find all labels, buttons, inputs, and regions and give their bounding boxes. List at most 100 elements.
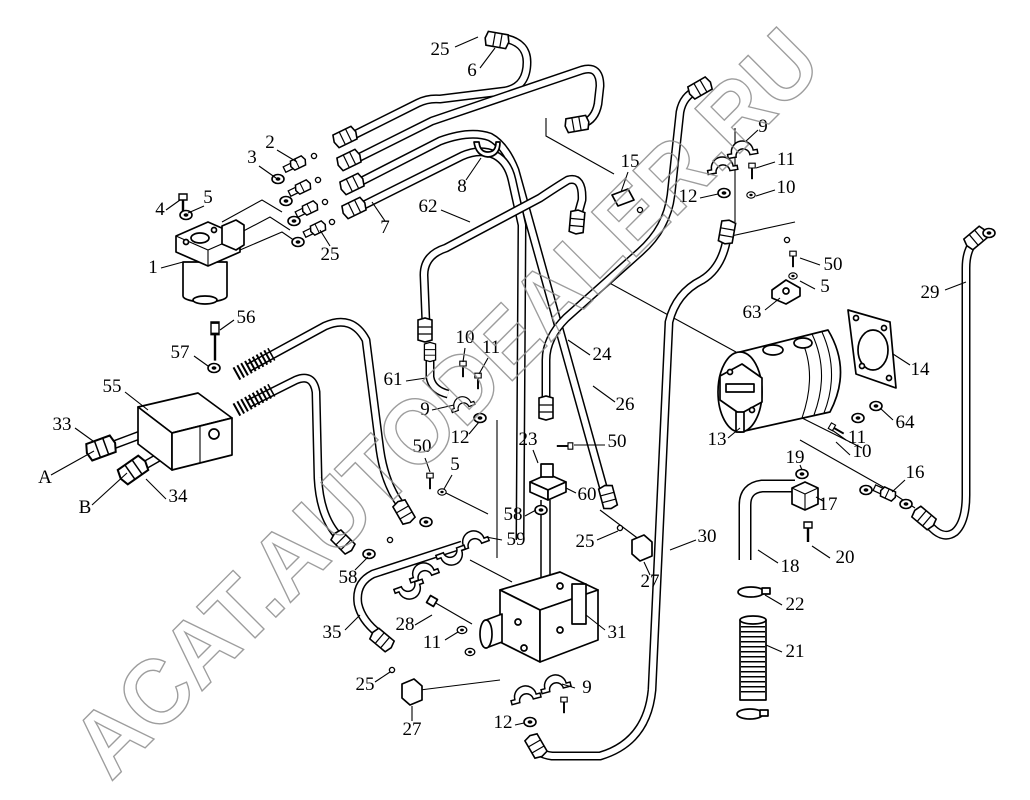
callout-label: 28 bbox=[396, 614, 415, 635]
o-ring bbox=[310, 152, 318, 160]
leader-line bbox=[532, 449, 539, 464]
callout-label: 23 bbox=[519, 429, 538, 450]
callout-label: 34 bbox=[169, 486, 189, 507]
hose-inner-wall bbox=[919, 241, 976, 539]
port-fitting-34 bbox=[114, 453, 152, 487]
washer-5 bbox=[437, 488, 447, 496]
hose-nut bbox=[563, 114, 591, 134]
callout-label: 57 bbox=[171, 342, 190, 363]
callout-label: 50 bbox=[413, 436, 432, 457]
control-valve bbox=[479, 500, 599, 663]
callout-label: 1 bbox=[148, 257, 158, 278]
hose-clamp-22 bbox=[737, 586, 765, 598]
leader-line bbox=[744, 129, 759, 143]
bolt-28 bbox=[433, 601, 473, 625]
leader-line bbox=[145, 478, 167, 500]
callout-label: 25 bbox=[321, 244, 340, 265]
assembly-line bbox=[439, 489, 489, 515]
adapter-fitting bbox=[293, 199, 321, 220]
callout-label: 12 bbox=[451, 427, 470, 448]
suction-tube-18 bbox=[738, 479, 795, 560]
hose-inner-wall bbox=[529, 237, 730, 759]
callout-label: 5 bbox=[450, 454, 460, 475]
leader-line bbox=[799, 257, 821, 266]
callout-label: 24 bbox=[593, 344, 613, 365]
hose-nut bbox=[417, 317, 433, 343]
leader-line bbox=[891, 479, 906, 493]
sealing-washer bbox=[982, 227, 996, 239]
callout-label: 11 bbox=[777, 149, 795, 170]
assembly-line bbox=[469, 559, 513, 583]
callout-label: 55 bbox=[103, 376, 122, 397]
callout-label: 16 bbox=[906, 462, 925, 483]
leader-line bbox=[815, 496, 824, 502]
leader-line bbox=[478, 357, 489, 375]
callout-label: 10 bbox=[777, 177, 796, 198]
hose-inner-wall bbox=[354, 66, 603, 162]
hose-inner-wall bbox=[246, 319, 407, 512]
leader-line bbox=[892, 353, 911, 366]
hose-nut bbox=[717, 218, 737, 246]
bolt-50 bbox=[788, 250, 798, 269]
callout-label: 2 bbox=[265, 132, 275, 153]
hose-clamp-22 bbox=[736, 708, 764, 720]
leader-line bbox=[879, 407, 894, 421]
hose-inner-wall bbox=[350, 35, 530, 139]
leader-line bbox=[354, 556, 369, 571]
leader-line bbox=[831, 429, 847, 441]
leader-line bbox=[462, 347, 466, 363]
leader-line bbox=[374, 671, 391, 683]
callout-label: 14 bbox=[911, 359, 931, 380]
elbow-fitting-27 bbox=[401, 678, 423, 706]
callout-label: 21 bbox=[786, 641, 805, 662]
leader-line bbox=[727, 427, 741, 439]
callout-label: 59 bbox=[507, 529, 526, 550]
elbow-fitting-27 bbox=[631, 534, 653, 562]
leader-line bbox=[944, 281, 967, 291]
hose-inner-wall bbox=[356, 131, 607, 491]
pump-hardware bbox=[791, 400, 913, 544]
callout-label: 9 bbox=[758, 116, 768, 137]
washer-12 bbox=[523, 716, 537, 728]
callout-label: 26 bbox=[616, 394, 635, 415]
hose-nut bbox=[339, 195, 369, 221]
callout-label: 15 bbox=[621, 151, 640, 172]
callout-label: 11 bbox=[482, 337, 500, 358]
leader-line bbox=[319, 229, 331, 247]
callout-label: 31 bbox=[608, 622, 627, 643]
leader-line bbox=[811, 545, 831, 559]
leader-line bbox=[643, 561, 651, 576]
suction-boot-assembly bbox=[736, 586, 771, 720]
hose-nut bbox=[330, 124, 360, 150]
hose-nut bbox=[334, 147, 364, 173]
hose-inner-wall bbox=[246, 375, 343, 541]
callout-label: 7 bbox=[380, 217, 390, 238]
hose-nut bbox=[483, 30, 511, 50]
hose-inner-wall bbox=[427, 357, 449, 397]
bolt-20 bbox=[802, 520, 814, 544]
callout-label: 4 bbox=[155, 199, 165, 220]
leader-line bbox=[165, 199, 181, 211]
leader-line bbox=[414, 614, 433, 626]
callout-label: 9 bbox=[420, 399, 430, 420]
callout-label: 58 bbox=[504, 504, 523, 525]
washer-19 bbox=[795, 468, 809, 480]
callout-label: 33 bbox=[53, 414, 72, 435]
bolt-50 bbox=[555, 441, 574, 451]
leader-line bbox=[755, 189, 776, 197]
leader-line bbox=[755, 161, 776, 169]
leader-line bbox=[669, 539, 697, 551]
leader-line bbox=[124, 391, 149, 411]
callout-label: 5 bbox=[203, 187, 213, 208]
leader-line bbox=[440, 209, 471, 223]
callout-label: 27 bbox=[641, 571, 660, 592]
leader-line bbox=[835, 441, 851, 456]
callout-label: 29 bbox=[921, 282, 940, 303]
callout-label: 25 bbox=[431, 39, 450, 60]
hose-inner-wall bbox=[740, 481, 795, 560]
callout-label: B bbox=[79, 497, 92, 518]
callout-label: 19 bbox=[786, 447, 805, 468]
callout-label: 35 bbox=[323, 622, 342, 643]
callout-label: 22 bbox=[786, 594, 805, 615]
